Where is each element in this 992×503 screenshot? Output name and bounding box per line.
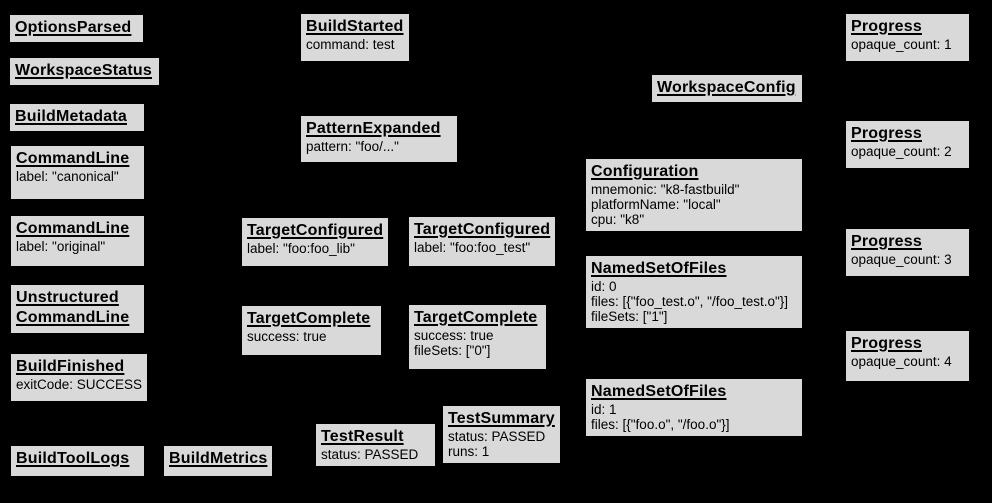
event-node-workspace-config: WorkspaceConfig [651,74,803,103]
node-title: CommandLine [16,150,130,167]
event-node-test-result: TestResult status: PASSED [315,423,436,467]
node-title: BuildToolLogs [16,450,130,467]
node-title: TargetComplete [414,309,538,326]
node-detail: command: test [306,37,395,52]
node-title: TargetConfigured [414,221,551,238]
node-title: Progress [851,335,922,352]
node-detail: platformName: "local" [591,197,721,212]
event-node-progress-2: Progress opaque_count: 2 [845,120,970,169]
node-title: PatternExpanded [306,120,441,137]
node-detail: opaque_count: 4 [851,354,952,369]
node-title: WorkspaceStatus [15,62,152,79]
node-title: TargetConfigured [247,222,384,239]
node-title: TestSummary [448,410,555,427]
event-node-target-complete-foo-lib: TargetComplete success: true [241,305,382,356]
node-detail: fileSets: ["0"] [414,343,491,358]
node-detail: opaque_count: 3 [851,252,952,267]
event-node-progress-3: Progress opaque_count: 3 [845,228,970,277]
node-title: Progress [851,18,922,35]
node-title: Progress [851,125,922,142]
event-node-progress-4: Progress opaque_count: 4 [845,330,970,382]
node-title: Configuration [591,163,699,180]
node-detail: opaque_count: 1 [851,37,952,52]
event-node-build-metadata: BuildMetadata [9,103,145,132]
node-detail: cpu: "k8" [591,212,645,227]
node-detail: label: "canonical" [16,169,119,184]
node-detail: success: true [247,329,327,344]
node-detail: fileSets: ["1"] [591,309,668,324]
node-title: OptionsParsed [15,19,132,36]
node-title: NamedSetOfFiles [591,383,727,400]
node-title: TestResult [321,428,404,445]
node-title: BuildStarted [306,18,404,35]
event-node-configuration: Configuration mnemonic: "k8-fastbuild"pla… [585,158,803,232]
node-detail: label: "foo:foo_test" [414,240,531,255]
node-detail: pattern: "foo/..." [306,139,399,154]
node-title: CommandLine [16,309,130,326]
event-node-pattern-expanded: PatternExpanded pattern: "foo/..." [300,115,458,163]
event-node-progress-1: Progress opaque_count: 1 [845,13,970,62]
event-node-build-tool-logs: BuildToolLogs [10,445,145,477]
event-node-build-started: BuildStarted command: test [300,13,410,62]
node-title: NamedSetOfFiles [591,260,727,277]
node-detail: files: [{"foo_test.o", "/foo_test.o"}] [591,294,789,309]
node-detail: files: [{"foo.o", "/foo.o"}] [591,417,730,432]
node-title: BuildMetrics [169,450,268,467]
event-node-target-configured-foo-test: TargetConfigured label: "foo:foo_test" [408,216,557,267]
node-title: Unstructured [16,289,119,306]
node-detail: success: true [414,328,494,343]
node-detail: label: "foo:foo_lib" [247,241,355,256]
event-node-command-line-canonical: CommandLine label: "canonical" [10,145,145,200]
event-node-command-line-original: CommandLine label: "original" [10,215,145,267]
event-node-target-configured-foo-lib: TargetConfigured label: "foo:foo_lib" [241,217,390,267]
node-title: TargetComplete [247,310,371,327]
node-title: BuildFinished [16,358,125,375]
node-detail: id: 0 [591,279,617,294]
node-detail: opaque_count: 2 [851,144,952,159]
node-title: Progress [851,233,922,250]
event-node-build-finished: BuildFinished exitCode: SUCCESS [10,353,149,402]
event-node-workspace-status: WorkspaceStatus [9,57,160,86]
event-node-options-parsed: OptionsParsed [9,14,144,43]
node-title: CommandLine [16,220,130,237]
event-node-build-metrics: BuildMetrics [163,445,274,477]
node-title: WorkspaceConfig [657,79,796,96]
node-detail: status: PASSED [448,429,546,444]
node-detail: exitCode: SUCCESS [16,377,143,392]
node-detail: mnemonic: "k8-fastbuild" [591,182,740,197]
node-detail: runs: 1 [448,444,490,459]
node-detail: status: PASSED [321,447,419,462]
node-detail: label: "original" [16,239,106,254]
node-title: BuildMetadata [15,108,127,125]
node-detail: id: 1 [591,402,617,417]
